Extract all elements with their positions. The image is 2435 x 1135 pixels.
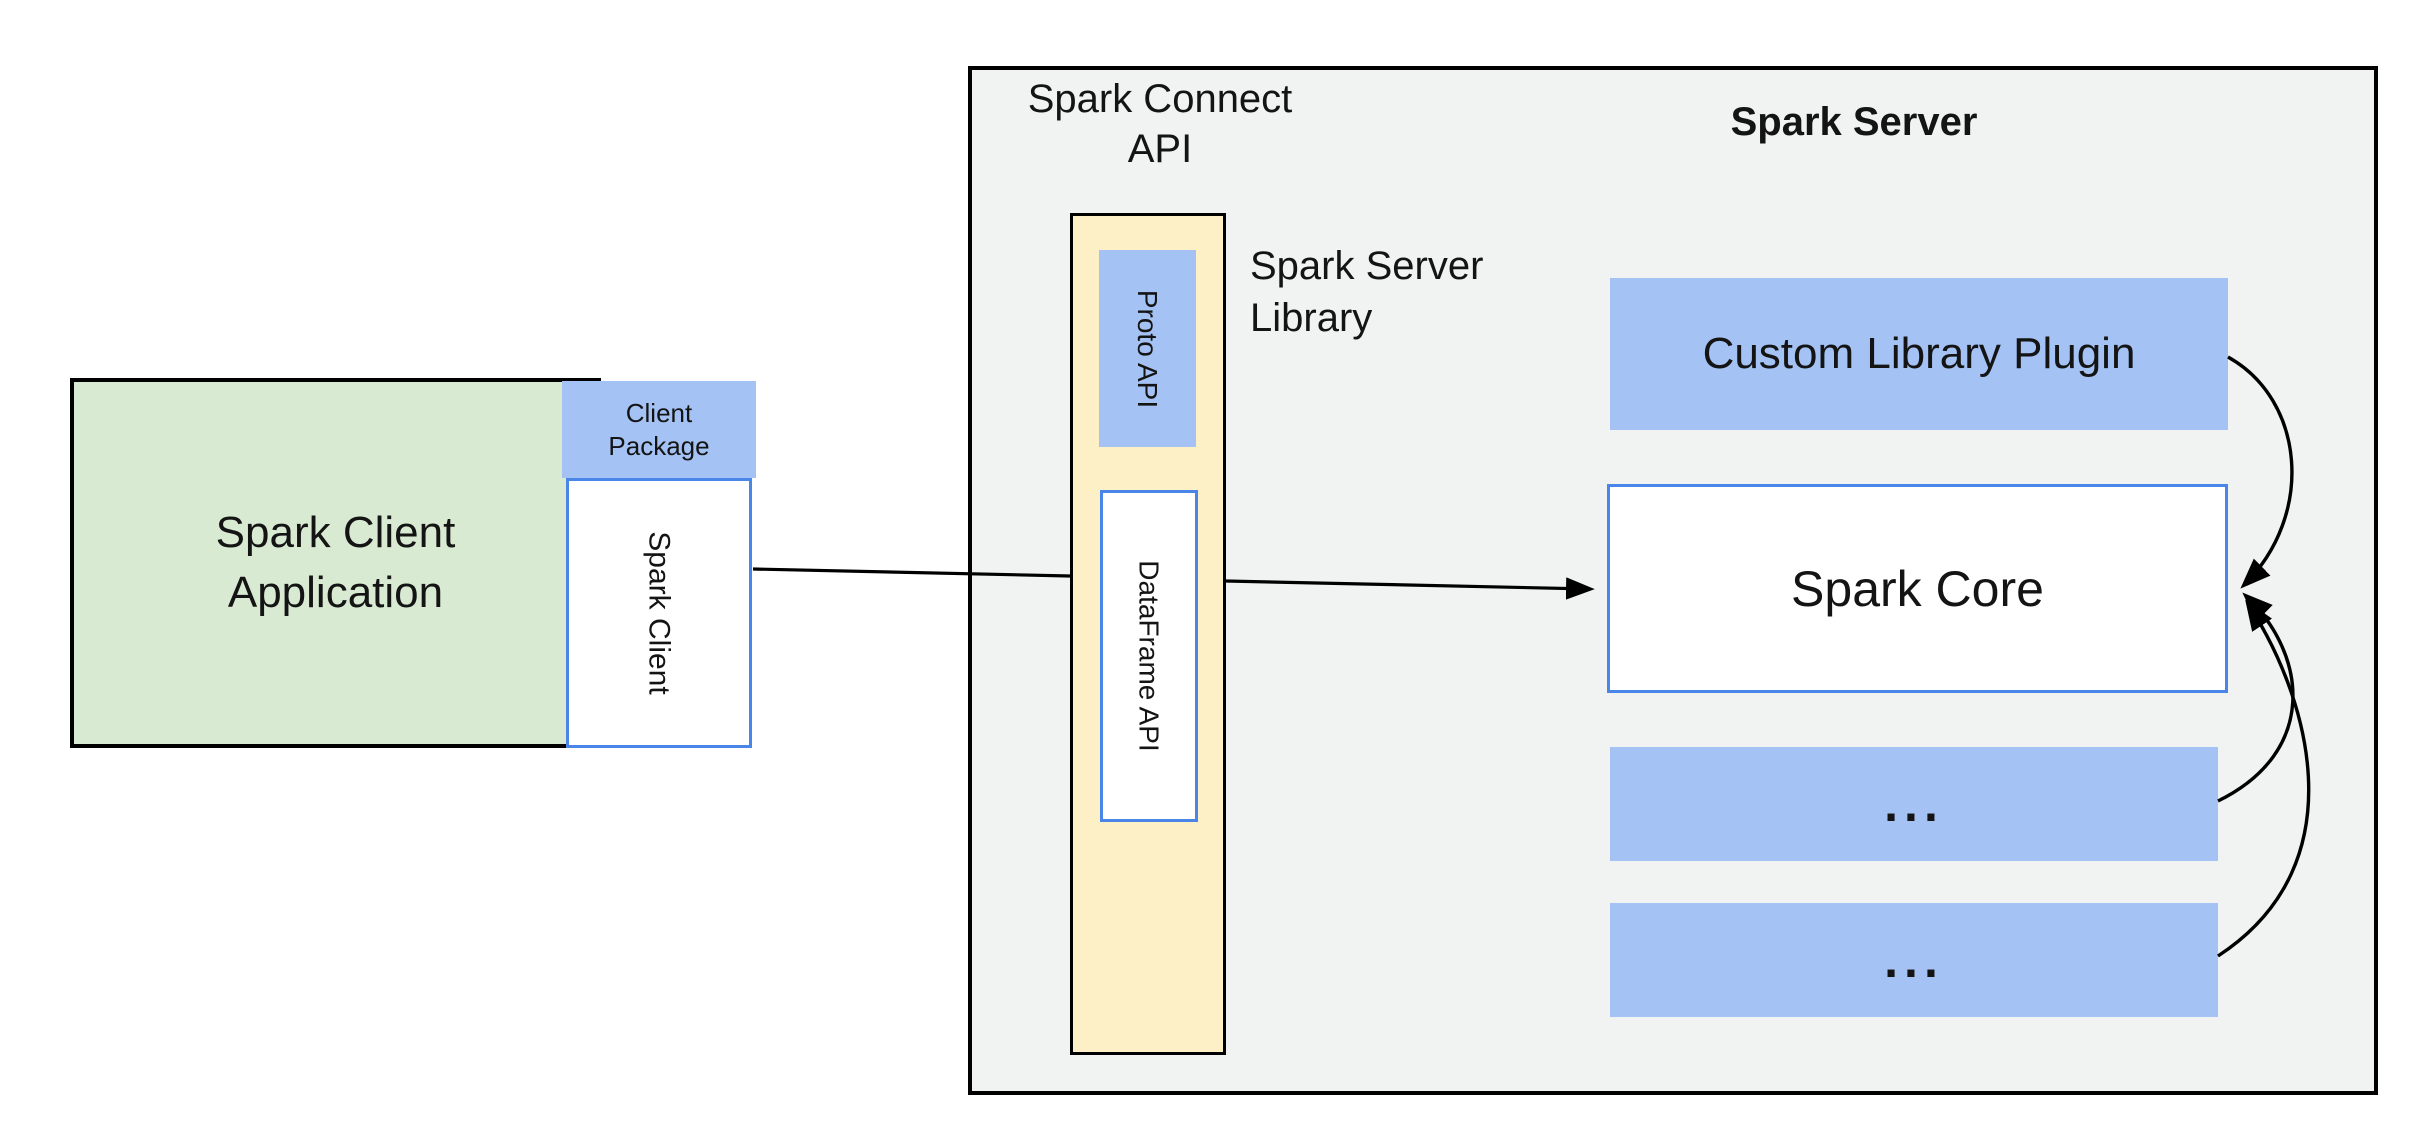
spark-client-application-label-line1: Spark Client (215, 508, 456, 557)
spark-server-library-label-line2: Library (1250, 296, 1373, 340)
dataframe-api-label: DataFrame API (1134, 560, 1165, 752)
custom-library-plugin-box: Custom Library Plugin (1610, 278, 2228, 430)
client-package-label-line2: Package (608, 430, 710, 461)
proto-api-box: Proto API (1099, 250, 1196, 447)
server-extension-box-2: ... (1610, 903, 2218, 1017)
custom-library-plugin-label: Custom Library Plugin (1702, 329, 2136, 378)
client-package-label-line1: Client (625, 397, 693, 428)
spark-server-library-label: Spark Server Library (1250, 240, 1550, 344)
spark-server-title: Spark Server (1730, 100, 1978, 144)
server-extension-box-2-ellipsis: ... (1884, 932, 1944, 988)
spark-server-library-label-line1: Spark Server (1250, 244, 1484, 288)
spark-client-application-label-line2: Application (227, 568, 444, 617)
spark-client-label: Spark Client (643, 531, 676, 695)
dataframe-api-box: DataFrame API (1100, 490, 1198, 822)
spark-core-label: Spark Core (1791, 560, 2044, 617)
spark-connect-api-label-line2: API (1127, 127, 1193, 171)
server-extension-box-1-ellipsis: ... (1884, 776, 1944, 832)
spark-client-box: Spark Client (566, 478, 752, 748)
client-package-box: Client Package (562, 381, 756, 478)
spark-connect-api-label-line1: Spark Connect (1027, 77, 1293, 121)
spark-connect-api-label: Spark Connect API (1005, 74, 1315, 174)
server-extension-box-1: ... (1610, 747, 2218, 861)
proto-api-label: Proto API (1132, 289, 1164, 408)
spark-core-box: Spark Core (1607, 484, 2228, 693)
spark-client-application-box: Spark Client Application (70, 378, 601, 748)
